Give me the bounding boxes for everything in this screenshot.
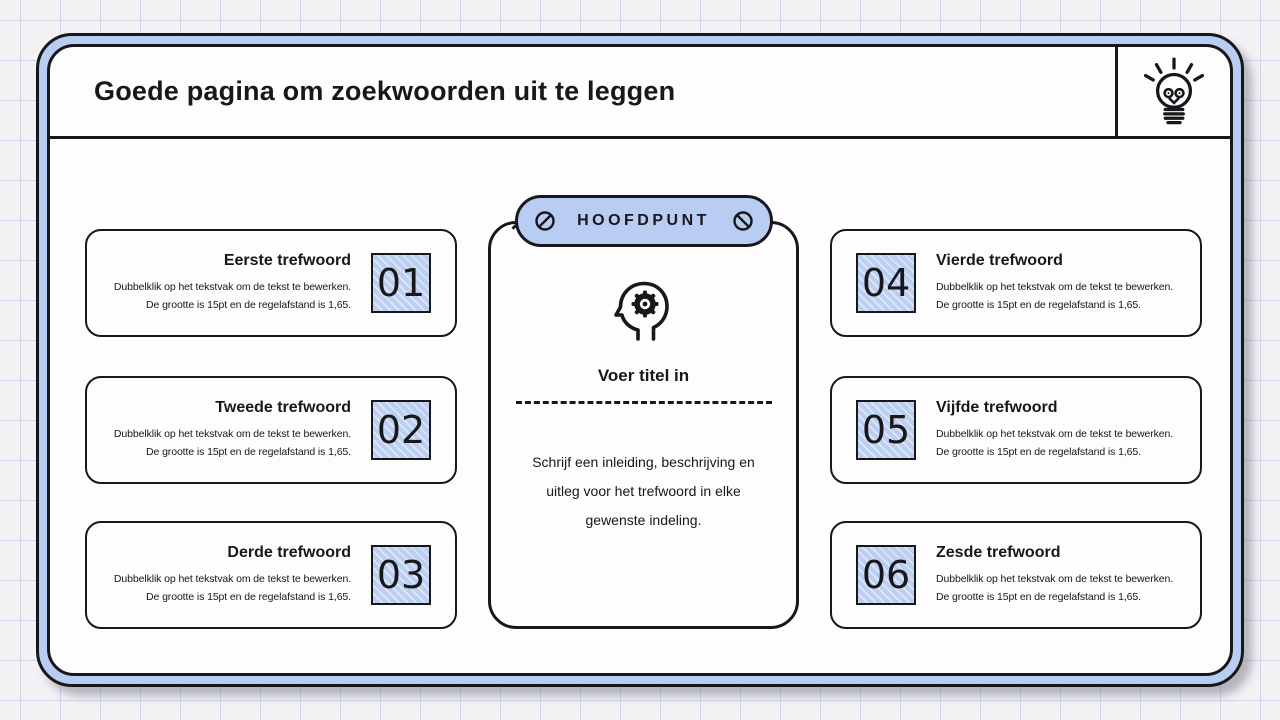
keyword-title: Derde trefwoord — [227, 544, 351, 561]
slide-content: Eerste trefwoord Dubbelklik op het tekst… — [50, 139, 1230, 673]
keyword-card-03[interactable]: Derde trefwoord Dubbelklik op het tekstv… — [85, 521, 457, 629]
slide-frame: Goede pagina om zoekwoorden uit te legge… — [36, 33, 1244, 687]
keyword-body-line: Dubbelklik op het tekstvak om de tekst t… — [936, 428, 1174, 440]
keyword-body-line: De grootte is 15pt en de regelafstand is… — [936, 445, 1141, 458]
keyword-card-text[interactable]: Tweede trefwoord Dubbelklik op het tekst… — [114, 399, 351, 461]
keyword-body-line: Dubbelklik op het tekstvak om de tekst t… — [113, 573, 351, 585]
lightbulb-box — [1115, 47, 1230, 136]
slide-header: Goede pagina om zoekwoorden uit te legge… — [50, 47, 1230, 139]
keyword-title: Eerste trefwoord — [223, 252, 351, 269]
page-title[interactable]: Goede pagina om zoekwoorden uit te legge… — [94, 76, 676, 106]
keyword-card-text[interactable]: Eerste trefwoord Dubbelklik op het tekst… — [114, 252, 351, 314]
main-point-description[interactable]: Schrijf een inleiding, beschrijving en u… — [532, 454, 755, 528]
keyword-body-line: De grootte is 15pt en de regelafstand is… — [146, 445, 351, 458]
keyword-number-badge[interactable]: 04 — [856, 253, 916, 313]
keyword-title: Tweede trefwoord — [215, 399, 351, 416]
keyword-card-text[interactable]: Zesde trefwoord Dubbelklik op het tekstv… — [936, 544, 1173, 606]
keyword-title: Vijfde trefwoord — [936, 399, 1058, 416]
keyword-card-02[interactable]: Tweede trefwoord Dubbelklik op het tekst… — [85, 376, 457, 484]
keyword-number-badge[interactable]: 02 — [371, 400, 431, 460]
keyword-body-line: Dubbelklik op het tekstvak om de tekst t… — [113, 428, 351, 440]
keyword-card-text[interactable]: Derde trefwoord Dubbelklik op het tekstv… — [114, 544, 351, 606]
keyword-number-badge[interactable]: 06 — [856, 545, 916, 605]
keyword-body-line: De grootte is 15pt en de regelafstand is… — [936, 298, 1141, 311]
screw-icon — [533, 209, 557, 233]
main-point-title[interactable]: Voer titel in — [597, 366, 690, 385]
keyword-card-text[interactable]: Vijfde trefwoord Dubbelklik op het tekst… — [936, 399, 1173, 461]
keyword-body-line: De grootte is 15pt en de regelafstand is… — [146, 298, 351, 311]
keyword-number-badge[interactable]: 01 — [371, 253, 431, 313]
keyword-card-04[interactable]: 04 Vierde trefwoord Dubbelklik op het te… — [830, 229, 1202, 337]
keyword-body-line: De grootte is 15pt en de regelafstand is… — [936, 590, 1141, 603]
lightbulb-icon — [1141, 57, 1207, 127]
main-point-badge[interactable]: HOOFDPUNT — [514, 195, 773, 247]
keyword-card-06[interactable]: 06 Zesde trefwoord Dubbelklik op het tek… — [830, 521, 1202, 629]
keyword-number-badge[interactable]: 03 — [371, 545, 431, 605]
head-with-gear-icon — [608, 274, 680, 346]
keyword-number-badge[interactable]: 05 — [856, 400, 916, 460]
keyword-title: Vierde trefwoord — [936, 252, 1063, 269]
dashed-divider — [515, 401, 772, 404]
keyword-card-05[interactable]: 05 Vijfde trefwoord Dubbelklik op het te… — [830, 376, 1202, 484]
keyword-card-01[interactable]: Eerste trefwoord Dubbelklik op het tekst… — [85, 229, 457, 337]
keyword-body-line: De grootte is 15pt en de regelafstand is… — [146, 590, 351, 603]
screw-icon — [731, 209, 755, 233]
keyword-card-text[interactable]: Vierde trefwoord Dubbelklik op het tekst… — [936, 252, 1173, 314]
main-point-badge-label: HOOFDPUNT — [577, 212, 710, 229]
main-point-content: Voer titel in Schrijf een inleiding, bes… — [491, 224, 796, 535]
keyword-body-line: Dubbelklik op het tekstvak om de tekst t… — [936, 281, 1174, 293]
slide-inner-panel: Goede pagina om zoekwoorden uit te legge… — [47, 44, 1233, 676]
main-point-card[interactable]: HOOFDPUNT — [488, 195, 799, 629]
keyword-body-line: Dubbelklik op het tekstvak om de tekst t… — [936, 573, 1174, 585]
keyword-title: Zesde trefwoord — [936, 544, 1061, 561]
keyword-body-line: Dubbelklik op het tekstvak om de tekst t… — [113, 281, 351, 293]
